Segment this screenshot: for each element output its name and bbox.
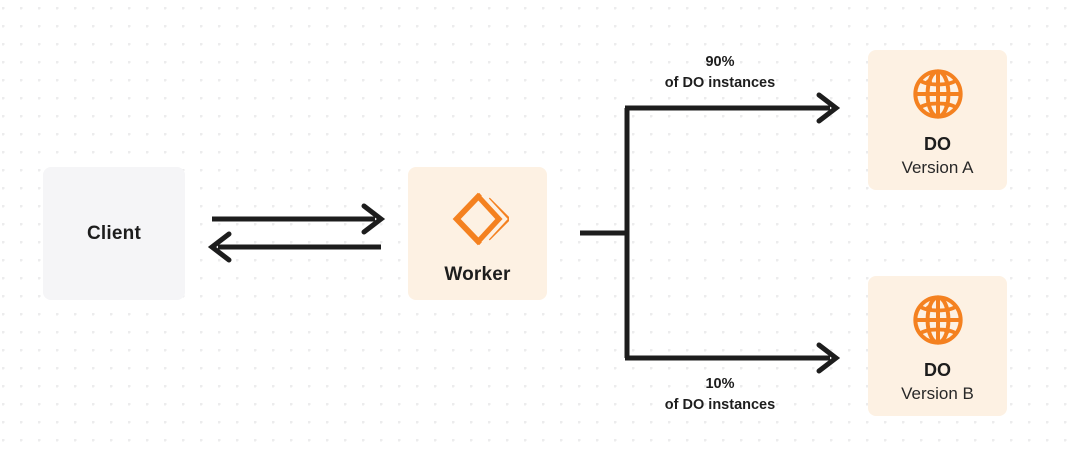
arrow-client-to-worker <box>212 203 386 235</box>
client-label: Client <box>87 222 141 244</box>
edge-label-do-a-percent: 90% <box>705 54 735 70</box>
edge-label-do-a: 90% of DO instances <box>630 52 810 93</box>
node-do-version-a: DO Version A <box>868 50 1007 190</box>
do-title: DO <box>924 134 951 155</box>
edge-label-do-b: 10% of DO instances <box>630 374 810 415</box>
edge-label-do-b-caption: of DO instances <box>664 396 776 413</box>
globe-icon <box>909 291 967 349</box>
arrow-to-do-a <box>625 92 841 124</box>
globe-icon <box>909 65 967 123</box>
split-connector <box>580 108 630 358</box>
arrow-to-do-b <box>625 342 841 374</box>
cloudflare-workers-icon <box>447 188 511 250</box>
do-subtitle: Version B <box>901 383 974 403</box>
node-do-version-b: DO Version B <box>868 276 1007 416</box>
do-title: DO <box>924 360 951 381</box>
node-client: Client <box>43 167 185 300</box>
arrow-worker-to-client <box>207 231 381 263</box>
edge-label-do-a-caption: of DO instances <box>664 74 776 91</box>
node-worker: Worker <box>408 167 547 300</box>
worker-label: Worker <box>444 263 511 285</box>
do-subtitle: Version A <box>901 157 974 177</box>
edge-label-do-b-percent: 10% <box>705 376 735 392</box>
